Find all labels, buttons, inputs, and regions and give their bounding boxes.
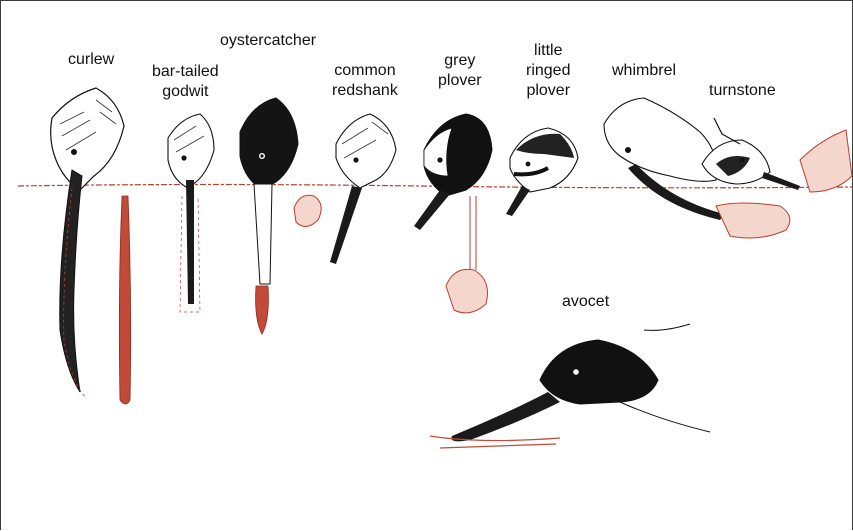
- oystercatcher-shell: [294, 195, 321, 226]
- oystercatcher-drawing: [240, 98, 298, 334]
- turnstone-stone: [800, 130, 852, 192]
- redshank-drawing: [330, 114, 396, 264]
- label-little-ringed-plover: little ringed plover: [526, 41, 570, 101]
- label-common-redshank: common redshank: [332, 61, 398, 101]
- turnstone-drawing: [702, 118, 800, 190]
- label-oystercatcher: oystercatcher: [220, 31, 316, 51]
- grey-plover-drawing: [414, 114, 492, 230]
- godwit-drawing: [168, 114, 214, 312]
- grey-plover-prey-tube: [470, 196, 476, 270]
- curlew-prey-worm: [119, 196, 130, 404]
- label-turnstone: turnstone: [709, 81, 776, 101]
- avocet-drawing: [430, 324, 710, 448]
- label-bar-tailed-godwit: bar-tailed godwit: [152, 62, 219, 102]
- label-grey-plover: grey plover: [438, 51, 482, 91]
- label-curlew: curlew: [68, 50, 114, 70]
- grey-plover-prey-shell: [446, 269, 488, 313]
- curlew-drawing: [51, 88, 124, 398]
- label-avocet: avocet: [562, 292, 609, 312]
- little-ringed-plover-drawing: [506, 128, 578, 216]
- label-whimbrel: whimbrel: [612, 61, 676, 81]
